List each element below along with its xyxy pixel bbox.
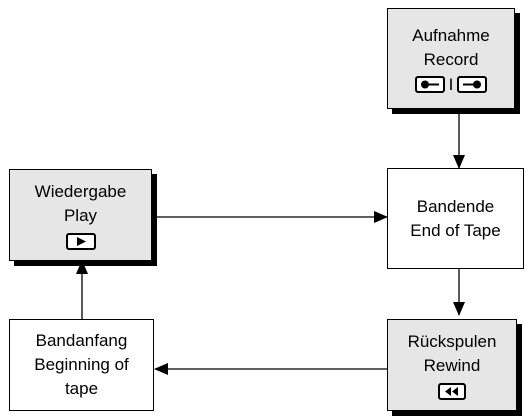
record-button-icon (414, 76, 445, 93)
beginning-label-en-2: tape (64, 379, 99, 398)
record-label-de: Aufnahme (412, 25, 490, 45)
beginning-of-tape-node: Bandanfang Beginning of tape (9, 319, 154, 411)
end-of-tape-label-de: Bandende (416, 196, 495, 216)
beginning-label-de: Bandanfang (35, 331, 128, 350)
end-of-tape-label-en: End of Tape (410, 220, 501, 240)
play-button-icon (65, 232, 96, 250)
record-separator: I (448, 74, 454, 94)
play-node: Wiedergabe Play (9, 169, 152, 261)
rewind-symbols (438, 382, 466, 400)
rewind-label-de: Rückspulen (407, 332, 497, 351)
record-button-icon (457, 76, 488, 93)
play-label-en: Play (63, 206, 98, 225)
rewind-button-icon (438, 382, 466, 400)
play-label-de: Wiedergabe (34, 182, 127, 201)
beginning-label-en-1: Beginning of (34, 355, 129, 374)
rewind-node: Rückspulen Rewind (387, 319, 517, 411)
play-symbols (65, 232, 96, 250)
record-label-en: Record (423, 49, 479, 69)
record-node: Aufnahme Record I (387, 8, 515, 109)
end-of-tape-node: Bandende End of Tape (387, 168, 524, 269)
rewind-label-en: Rewind (423, 356, 481, 375)
record-symbols: I (414, 74, 488, 94)
